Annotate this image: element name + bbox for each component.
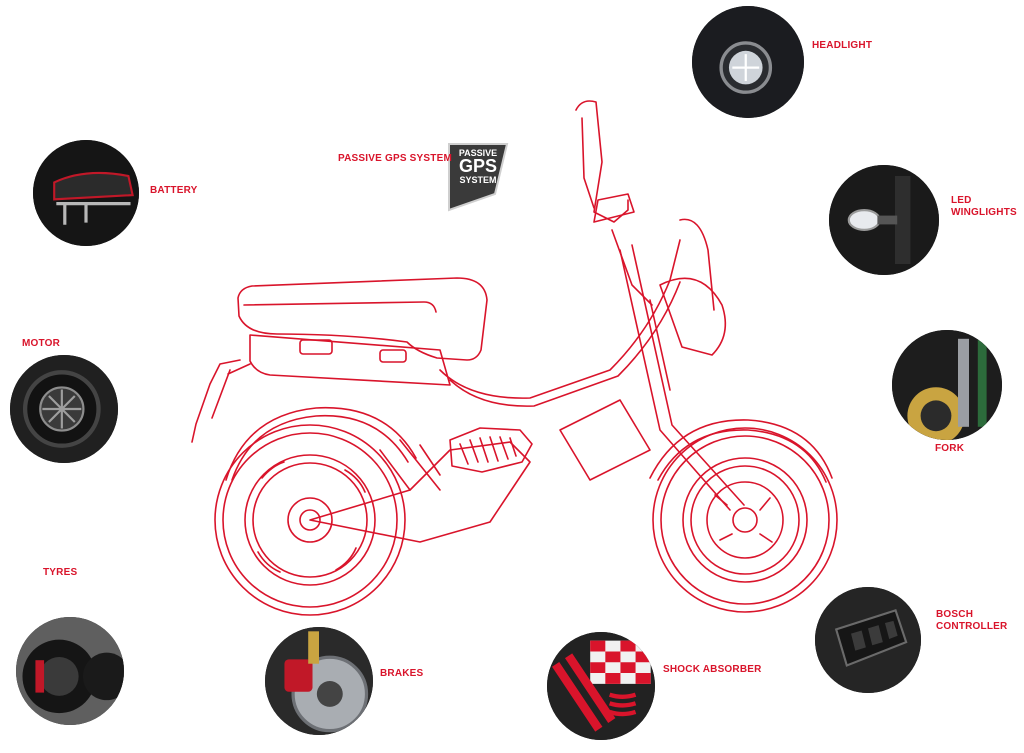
frame-tube bbox=[439, 239, 681, 399]
gps-badge-line2: GPS bbox=[458, 156, 497, 176]
motor-photo bbox=[10, 355, 118, 463]
handlebar bbox=[575, 100, 629, 223]
battery-box bbox=[559, 399, 651, 481]
body-panel bbox=[249, 334, 451, 386]
front-fork bbox=[619, 244, 745, 511]
shock-absorber-label: SHOCK ABSORBER bbox=[663, 664, 762, 675]
led-winglights-photo bbox=[829, 165, 939, 275]
tyres-photo bbox=[16, 617, 124, 725]
battery-photo bbox=[33, 140, 139, 246]
headlight-cowl bbox=[659, 277, 727, 356]
led-winglights-label: LED WINGLIGHTS bbox=[951, 195, 1017, 218]
tyres-label: TYRES bbox=[43, 567, 78, 578]
shock-absorber-outline bbox=[449, 427, 533, 473]
swingarm bbox=[309, 441, 531, 543]
brakes-photo bbox=[265, 627, 373, 735]
bosch-controller-label: BOSCH CONTROLLER bbox=[936, 609, 1008, 632]
motor-label: MOTOR bbox=[22, 338, 61, 349]
gps-label: PASSIVE GPS SYSTEM bbox=[338, 153, 453, 164]
front-fender bbox=[649, 419, 833, 479]
seat bbox=[237, 277, 488, 361]
headlight-label: HEADLIGHT bbox=[812, 40, 873, 51]
tail-rack bbox=[191, 359, 251, 443]
fork-photo bbox=[892, 330, 1002, 440]
rear-fender bbox=[225, 406, 417, 481]
bosch-controller-photo bbox=[815, 587, 921, 693]
battery-label: BATTERY bbox=[150, 185, 198, 196]
rear-wheel bbox=[214, 424, 406, 616]
gps-badge-line3: SYSTEM bbox=[459, 175, 497, 185]
brakes-label: BRAKES bbox=[380, 668, 424, 679]
fork-label: FORK bbox=[935, 443, 965, 454]
gps-badge-line1: PASSIVE bbox=[458, 148, 498, 158]
headlight-photo bbox=[692, 6, 804, 118]
shock-absorber-photo bbox=[547, 632, 655, 740]
gps-badge: PASSIVE GPS SYSTEM bbox=[447, 142, 509, 212]
